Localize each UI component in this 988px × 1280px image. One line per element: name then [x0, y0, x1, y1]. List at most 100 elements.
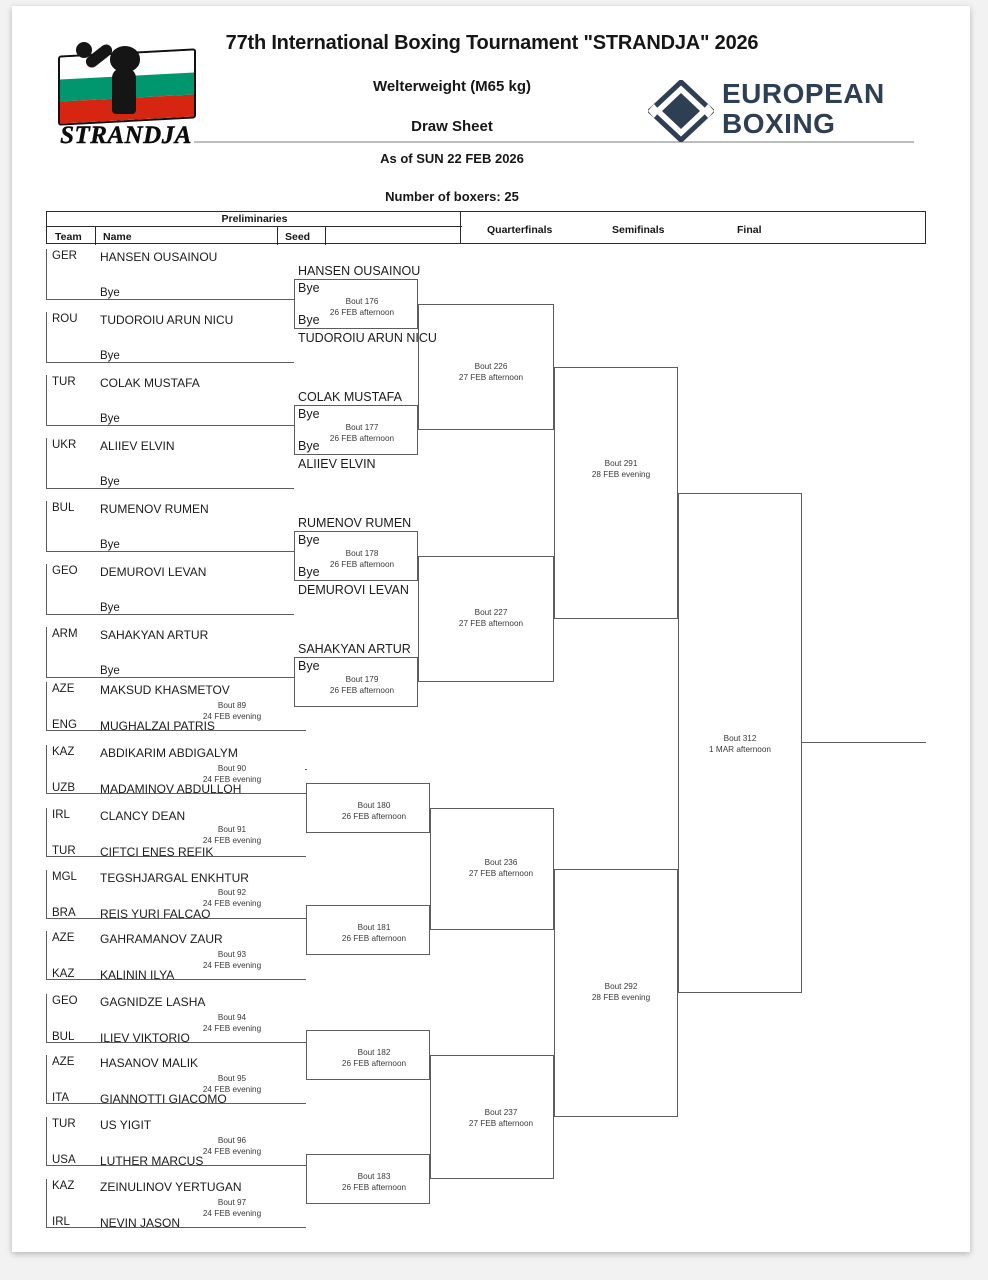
prelim-name: COLAK MUSTAFA [100, 376, 200, 390]
prelim-bout-row [46, 1179, 306, 1228]
prelim-team: GEO [52, 565, 78, 577]
qf-bout-box [418, 556, 554, 682]
r16-top-bye: Bye [298, 281, 320, 295]
prelim-bye: Bye [100, 350, 120, 362]
prelim-name: MADAMINOV ABDULLOH [100, 782, 242, 796]
connector [305, 706, 318, 708]
prelim-team: KAZ [52, 1180, 75, 1192]
bracket-diagram: GER HANSEN OUSAINOU Bye ROU TUDOROIU ARU… [12, 6, 970, 1252]
prelim-name: SAHAKYAN ARTUR [100, 628, 209, 642]
r16-bout-box [306, 1030, 430, 1080]
prelim-team: GEO [52, 995, 78, 1007]
prelim-team: MGL [52, 871, 77, 883]
col-seed: Seed [285, 231, 311, 243]
prelim-team: BUL [52, 1031, 75, 1043]
prelim-name: NEVIN JASON [100, 1216, 181, 1230]
prelim-name: TEGSHJARGAL ENKHTUR [100, 871, 249, 885]
strandja-logo: STRANDJA [46, 42, 206, 149]
prelim-row [46, 438, 294, 489]
sf-bout-box [554, 367, 678, 619]
prelim-team: UKR [52, 439, 77, 451]
prelim-bout-row [46, 931, 306, 980]
prelim-team: BUL [52, 502, 75, 514]
boxer-count: Number of boxers: 25 [385, 189, 519, 204]
prelim-bout-row [46, 808, 306, 857]
r16-bout-box [294, 657, 418, 707]
connector [305, 769, 307, 771]
prelim-name: REIS YURI FALCAO [100, 907, 211, 921]
prelim-bye: Bye [100, 602, 120, 614]
prelim-name: CIFTCI ENES REFIK [100, 845, 214, 859]
prelim-team: TUR [52, 845, 76, 857]
prelim-name: HASANOV MALIK [100, 1056, 199, 1070]
prelim-name: GAHRAMANOV ZAUR [100, 932, 223, 946]
paper-sheet: STRANDJA 77th International Boxing Tourn… [12, 6, 970, 1252]
prelim-team: IRL [52, 809, 70, 821]
european-boxing-logo: EUROPEAN BOXING [648, 79, 924, 142]
final-bout-box [678, 493, 802, 993]
prelim-name: MAKSUD KHASMETOV [100, 683, 230, 697]
prelim-team: ITA [52, 1092, 70, 1104]
r16-top-bye: Bye [298, 533, 320, 547]
prelim-team: USA [52, 1154, 76, 1166]
col-team: Team [55, 231, 82, 243]
qf-bout-box [418, 304, 554, 430]
r16-top-bye: Bye [298, 407, 320, 421]
r16-bout-box [306, 783, 430, 833]
prelim-name: MUGHALZAI PATRIS [100, 719, 215, 733]
sheet-header: STRANDJA 77th International Boxing Tourn… [12, 6, 970, 204]
champion-line [802, 742, 926, 744]
prelim-team: TUR [52, 1118, 76, 1130]
prelim-name: US YIGIT [100, 1118, 152, 1132]
r16-bottom-bye: Bye [298, 439, 320, 453]
prelim-team: ARM [52, 628, 78, 640]
strandja-wordmark: STRANDJA [60, 122, 192, 149]
prelim-team: KAZ [52, 746, 75, 758]
col-name: Name [103, 231, 132, 243]
r16-bottom-name: ALIIEV ELVIN [298, 457, 376, 471]
weight-class: Welterweight (M65 kg) [372, 78, 532, 95]
col-final: Final [737, 224, 762, 236]
prelim-row [46, 564, 294, 615]
document-type: Draw Sheet [411, 118, 493, 135]
prelim-team: UZB [52, 782, 75, 794]
prelim-row [46, 627, 294, 678]
prelim-bout-row [46, 994, 306, 1043]
r16-top-name: COLAK MUSTAFA [298, 390, 402, 404]
r16-top-name: SAHAKYAN ARTUR [298, 642, 411, 656]
prelim-name: KALININ ILYA [100, 968, 175, 982]
prelim-row [46, 501, 294, 552]
r16-bout-box [294, 531, 418, 581]
prelim-team: AZE [52, 683, 75, 695]
prelim-bout-row [46, 682, 306, 731]
prelim-bye: Bye [100, 665, 120, 677]
r16-top-name: HANSEN OUSAINOU [298, 264, 421, 278]
r16-bottom-name: DEMUROVI LEVAN [298, 583, 409, 597]
prelim-name: RUMENOV RUMEN [100, 502, 209, 516]
prelim-bout-row [46, 1117, 306, 1166]
prelim-name: GAGNIDZE LASHA [100, 995, 206, 1009]
r16-top-bye: Bye [298, 659, 320, 673]
prelim-bye: Bye [100, 413, 120, 425]
prelim-name: ABDIKARIM ABDIGALYM [100, 746, 238, 760]
prelim-name: DEMUROVI LEVAN [100, 565, 207, 579]
prelim-bye: Bye [100, 476, 120, 488]
